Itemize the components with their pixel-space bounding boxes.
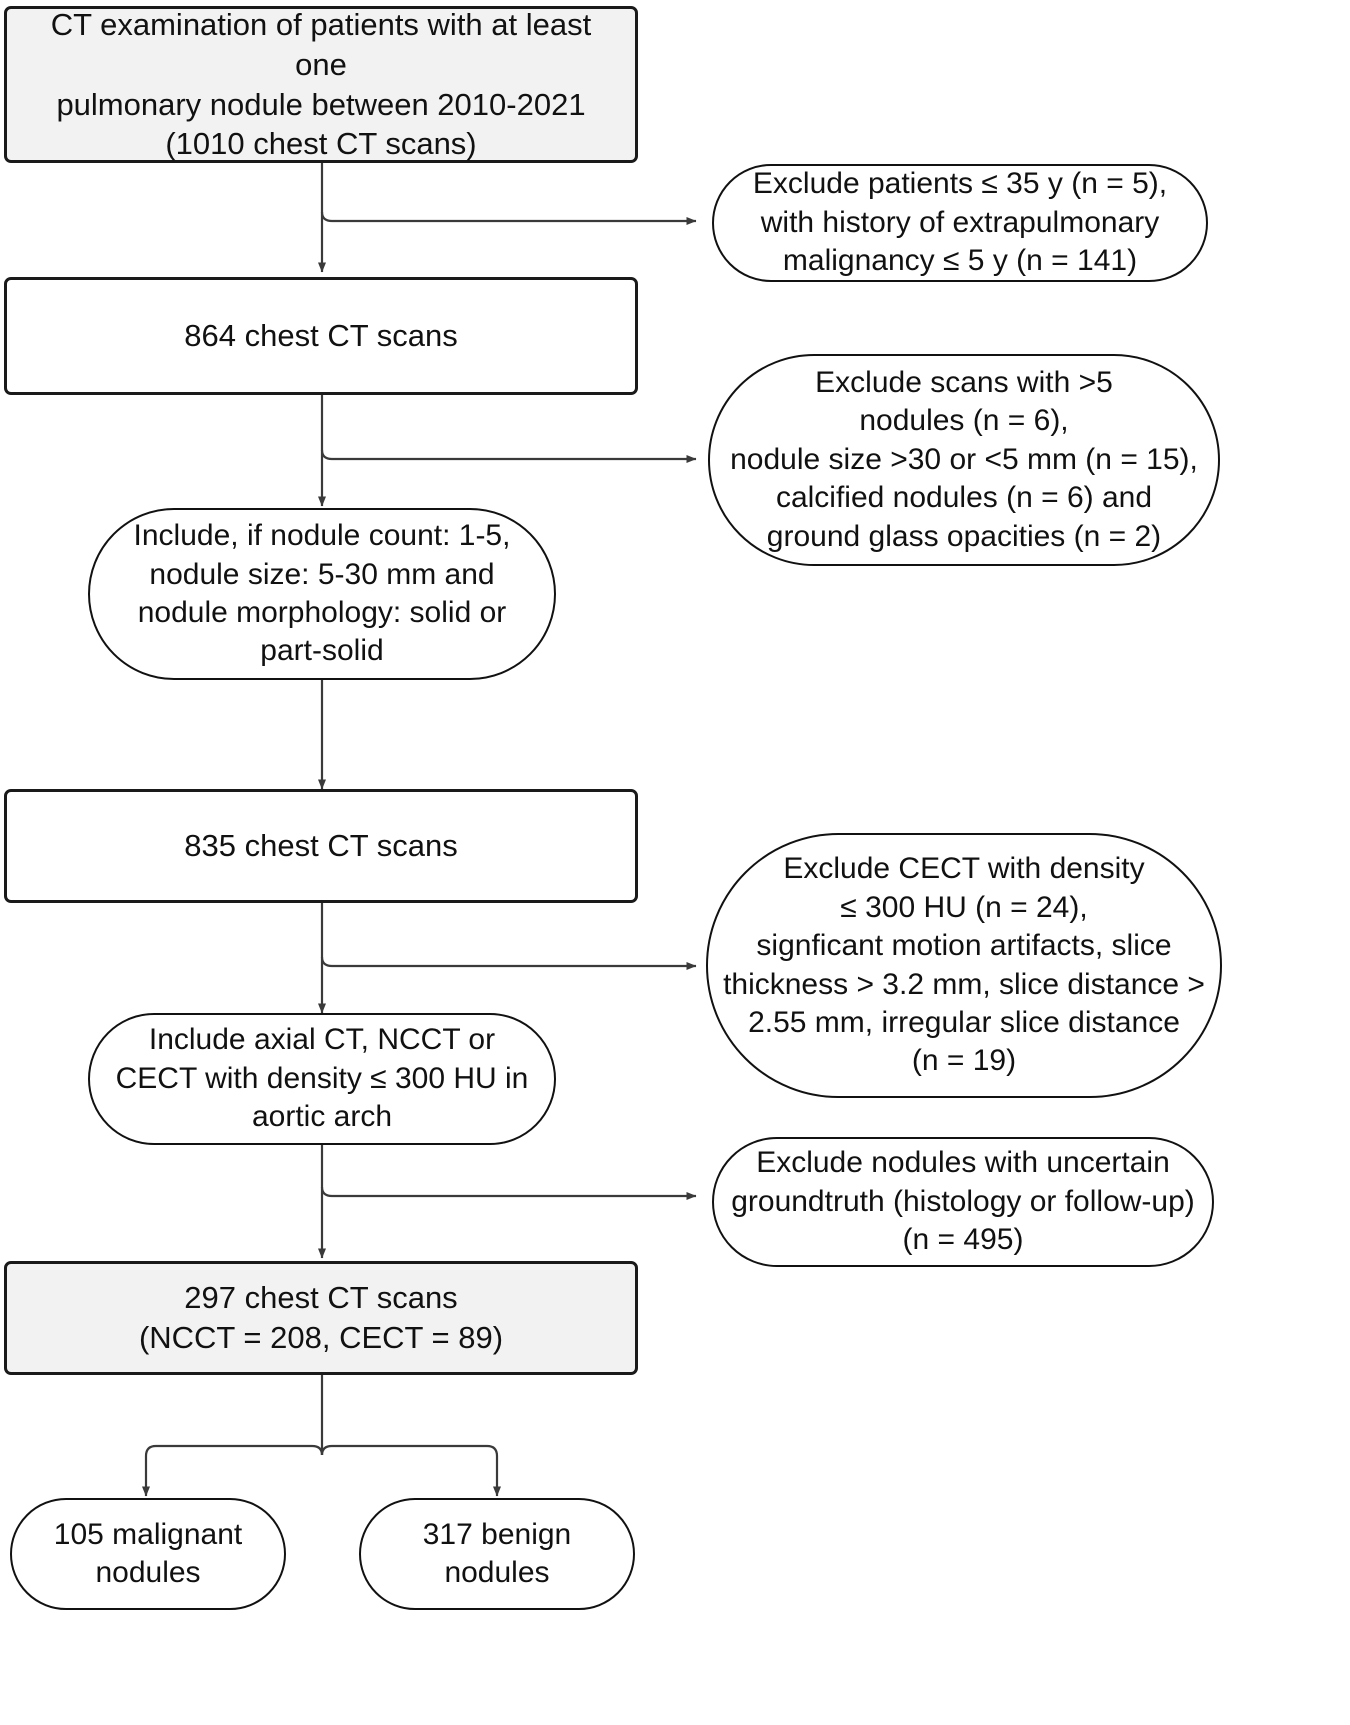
edge-864-to-exclude2 [320, 449, 697, 463]
edge-297-to-malignant [142, 1444, 324, 1497]
edge-include2-to-exclude4 [320, 1186, 697, 1200]
node-benign-nodules[interactable]: 317 benign nodules [359, 1498, 635, 1610]
node-malignant-nodules[interactable]: 105 malignant nodules [10, 1498, 286, 1610]
node-exclude-nodule-criteria[interactable]: Exclude scans with >5 nodules (n = 6), n… [708, 354, 1220, 566]
edge-297-to-benign [320, 1444, 501, 1497]
node-exclude-age-malignancy[interactable]: Exclude patients ≤ 35 y (n = 5), with hi… [712, 164, 1208, 282]
node-include-nodule-criteria[interactable]: Include, if nodule count: 1-5, nodule si… [88, 508, 556, 680]
edge-start-to-exclude1 [320, 211, 697, 225]
node-exclude-cect-quality[interactable]: Exclude CECT with density ≤ 300 HU (n = … [706, 833, 1222, 1098]
node-include-axial-ct[interactable]: Include axial CT, NCCT or CECT with dens… [88, 1013, 556, 1145]
node-start[interactable]: CT examination of patients with at least… [4, 6, 638, 163]
node-exclude-uncertain-groundtruth[interactable]: Exclude nodules with uncertain groundtru… [712, 1137, 1214, 1267]
node-scans-835[interactable]: 835 chest CT scans [4, 789, 638, 903]
node-scans-297[interactable]: 297 chest CT scans (NCCT = 208, CECT = 8… [4, 1261, 638, 1375]
node-scans-864[interactable]: 864 chest CT scans [4, 277, 638, 395]
edge-835-to-exclude3 [320, 956, 697, 970]
